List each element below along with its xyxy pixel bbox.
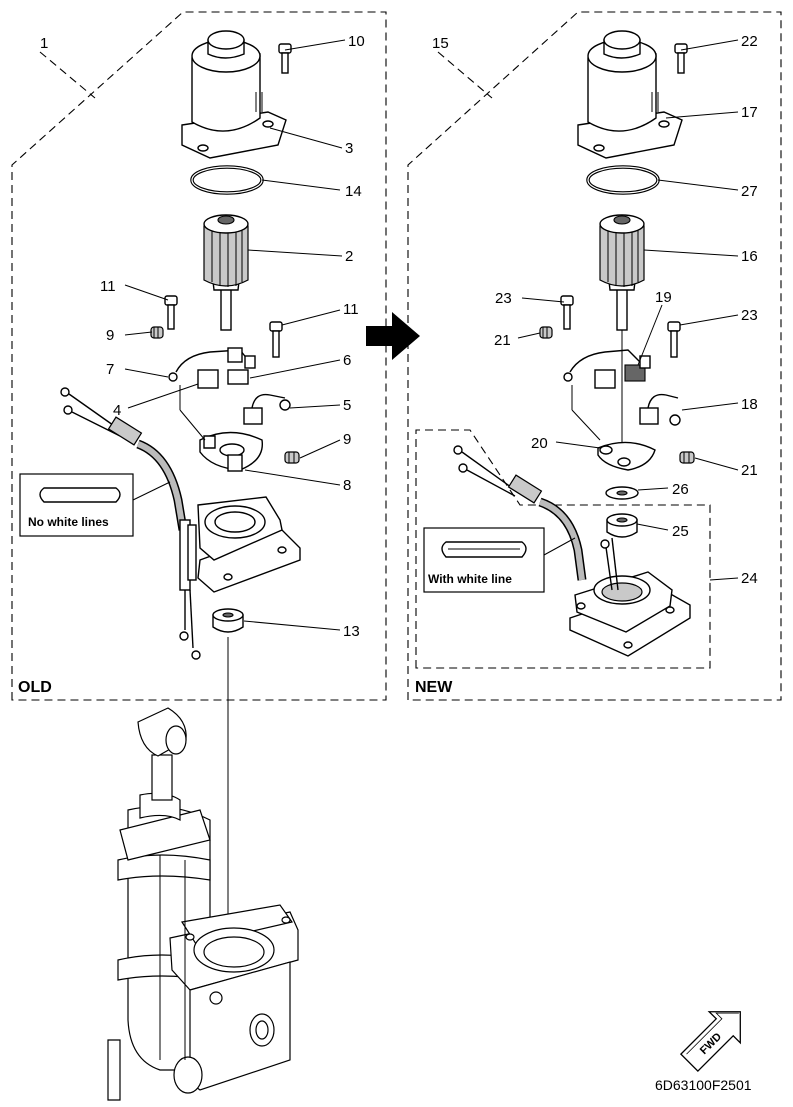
old-lead-wires: [60, 387, 188, 531]
fwd-arrow-icon: FWD: [679, 1011, 741, 1073]
callout-11-left: 11: [100, 278, 116, 295]
callout-18: 18: [741, 396, 758, 413]
callout-8: 8: [343, 477, 351, 494]
new-seal-25: [606, 513, 638, 538]
callout-22: 22: [741, 33, 758, 50]
callout-14: 14: [345, 183, 362, 200]
callout-24: 24: [741, 570, 758, 587]
new-brush-plate: [597, 441, 656, 471]
callout-19: 19: [655, 289, 672, 306]
old-note-box: [19, 473, 171, 537]
callout-23-right: 23: [741, 307, 758, 324]
callout-13: 13: [343, 623, 360, 640]
old-brush-5: [243, 393, 291, 425]
old-section-frame: [11, 11, 387, 701]
new-section-label: NEW: [415, 679, 453, 696]
callout-7: 7: [106, 361, 114, 378]
old-to-new-arrow: [366, 312, 420, 360]
new-screw-23-right: [667, 321, 681, 358]
new-screw-22: [674, 43, 688, 74]
callout-2: 2: [345, 248, 353, 265]
callout-4: 4: [113, 402, 121, 419]
new-motor-assembly: [577, 30, 683, 159]
callout-23-left: 23: [495, 290, 512, 307]
old-brush-plate: [199, 431, 264, 472]
old-section-label: OLD: [18, 679, 52, 696]
callout-25: 25: [672, 523, 689, 540]
old-seal: [212, 608, 244, 633]
callout-26: 26: [672, 481, 689, 498]
callout-11-right: 11: [343, 301, 359, 318]
callout-17: 17: [741, 104, 758, 121]
callout-3: 3: [345, 140, 353, 157]
new-washer-26: [605, 486, 639, 500]
old-spring-9-lower: [284, 451, 300, 464]
old-motor-assembly: [181, 30, 287, 159]
callout-10: 10: [348, 33, 365, 50]
callout-16: 16: [741, 248, 758, 265]
tilt-cylinder-reference: [107, 707, 299, 1101]
new-brush-holder-wires: [563, 349, 651, 389]
callout-20: 20: [531, 435, 548, 452]
callout-9-upper: 9: [106, 327, 114, 344]
new-brush-18: [639, 393, 681, 426]
new-armature: [599, 214, 645, 331]
old-group-number: 1: [40, 35, 48, 52]
callout-21-upper: 21: [494, 332, 511, 349]
new-spring-21-upper: [539, 326, 553, 339]
callout-6: 6: [343, 352, 351, 369]
new-note-box: [423, 527, 576, 593]
new-motor-base: [569, 537, 691, 657]
old-screw-11-left: [164, 295, 178, 330]
old-armature: [203, 214, 249, 331]
new-spring-21-lower: [679, 451, 695, 464]
drawing-code: 6D63100F2501: [655, 1077, 752, 1093]
old-callouts: 10 3 14 2 11 11 9 6 7 5 4 9 8 13: [100, 33, 365, 640]
callout-21-lower: 21: [741, 462, 758, 479]
callout-27: 27: [741, 183, 758, 200]
new-lead-wires: [453, 445, 587, 581]
new-screw-23-left: [560, 295, 574, 330]
old-screw-11-right: [269, 321, 283, 358]
old-motor-base: [179, 496, 301, 660]
old-note-text: No white lines: [28, 515, 109, 529]
new-callouts: 22 17 27 16 23 19 23 21 18 20 21 26 25 2…: [494, 33, 758, 587]
old-spring-9-upper: [150, 326, 164, 339]
new-group-number: 15: [432, 35, 449, 52]
new-note-text: With white line: [428, 572, 512, 586]
callout-9-lower: 9: [343, 431, 351, 448]
new-section-frame: [407, 11, 782, 701]
callout-5: 5: [343, 397, 351, 414]
old-brush-holder-wires: [168, 347, 256, 389]
old-screw-10: [278, 43, 292, 74]
